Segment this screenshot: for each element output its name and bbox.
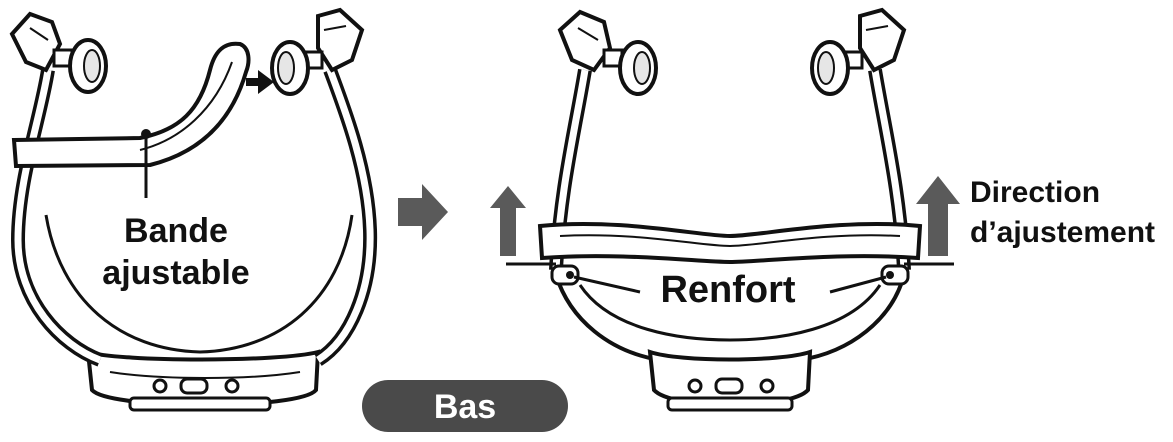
- right-headset-right-earpiece: [810, 7, 907, 96]
- right-base-buttons: [687, 377, 775, 395]
- right-adjustable-band: [537, 222, 923, 265]
- right-arrow-icon: [398, 184, 448, 240]
- left-adjustable-band: [11, 41, 251, 169]
- adjustable-band-label-line1: Bande: [124, 212, 228, 250]
- left-headset: [9, 7, 378, 412]
- up-arrow-icon: [490, 186, 526, 256]
- adjustment-direction-label-line2: d’ajustement: [970, 216, 1155, 249]
- adjustable-band-label-line2: ajustable: [102, 254, 249, 292]
- left-headset-right-earpiece: [270, 7, 365, 96]
- left-headset-left-earpiece: [9, 11, 108, 94]
- left-reinforcement: [550, 264, 641, 294]
- right-reinforcement: [829, 264, 910, 294]
- pull-arrow-icon: [246, 70, 274, 94]
- left-base-buttons: [152, 377, 240, 395]
- right-headset: [506, 7, 954, 412]
- bottom-badge: Bas: [362, 380, 568, 432]
- adjustment-direction-label-line1: Direction: [970, 176, 1100, 209]
- bottom-badge-text: Bas: [434, 388, 496, 426]
- up-arrow-icon: [916, 176, 960, 256]
- reinforcement-label: Renfort: [660, 269, 795, 311]
- right-headset-left-earpiece: [557, 9, 658, 96]
